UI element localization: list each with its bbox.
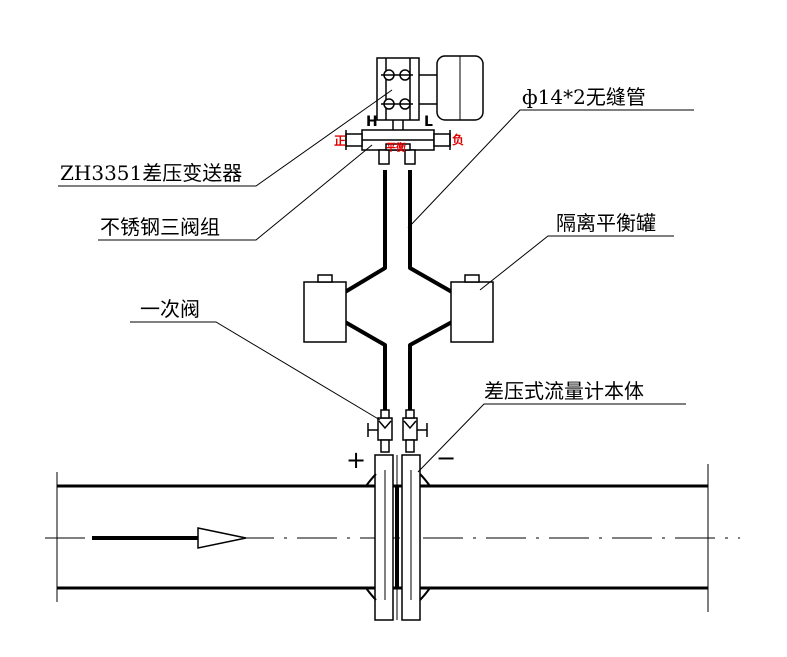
impulse-tubes <box>343 170 453 410</box>
port-label-low: L <box>424 114 433 130</box>
primary-valve-right <box>402 409 428 453</box>
port-label-positive: 正 <box>334 134 346 148</box>
flow-direction-arrow <box>92 527 247 549</box>
differential-pressure-transmitter <box>376 55 484 130</box>
flowmeter-probe <box>365 454 431 621</box>
plus-sign: + <box>346 446 366 474</box>
primary-valve-left <box>367 409 393 453</box>
minus-sign: − <box>436 444 456 472</box>
port-label-balance: 平衡 <box>386 141 406 154</box>
label-transmitter: ZH3351差压变送器 <box>60 161 242 185</box>
label-flowmeter-body: 差压式流量计本体 <box>484 379 644 403</box>
port-label-high: H <box>366 114 378 130</box>
label-pipe: ф14*2无缝管 <box>522 85 646 109</box>
isolation-tank-left <box>303 274 347 343</box>
label-primary-valve: 一次阀 <box>140 297 200 321</box>
leader-lines <box>58 89 694 473</box>
isolation-tank-right <box>450 274 494 343</box>
label-isolation-tank: 隔离平衡罐 <box>556 211 656 235</box>
label-manifold: 不锈钢三阀组 <box>100 215 220 239</box>
port-label-negative: 负 <box>452 132 464 147</box>
three-valve-manifold <box>345 129 451 165</box>
